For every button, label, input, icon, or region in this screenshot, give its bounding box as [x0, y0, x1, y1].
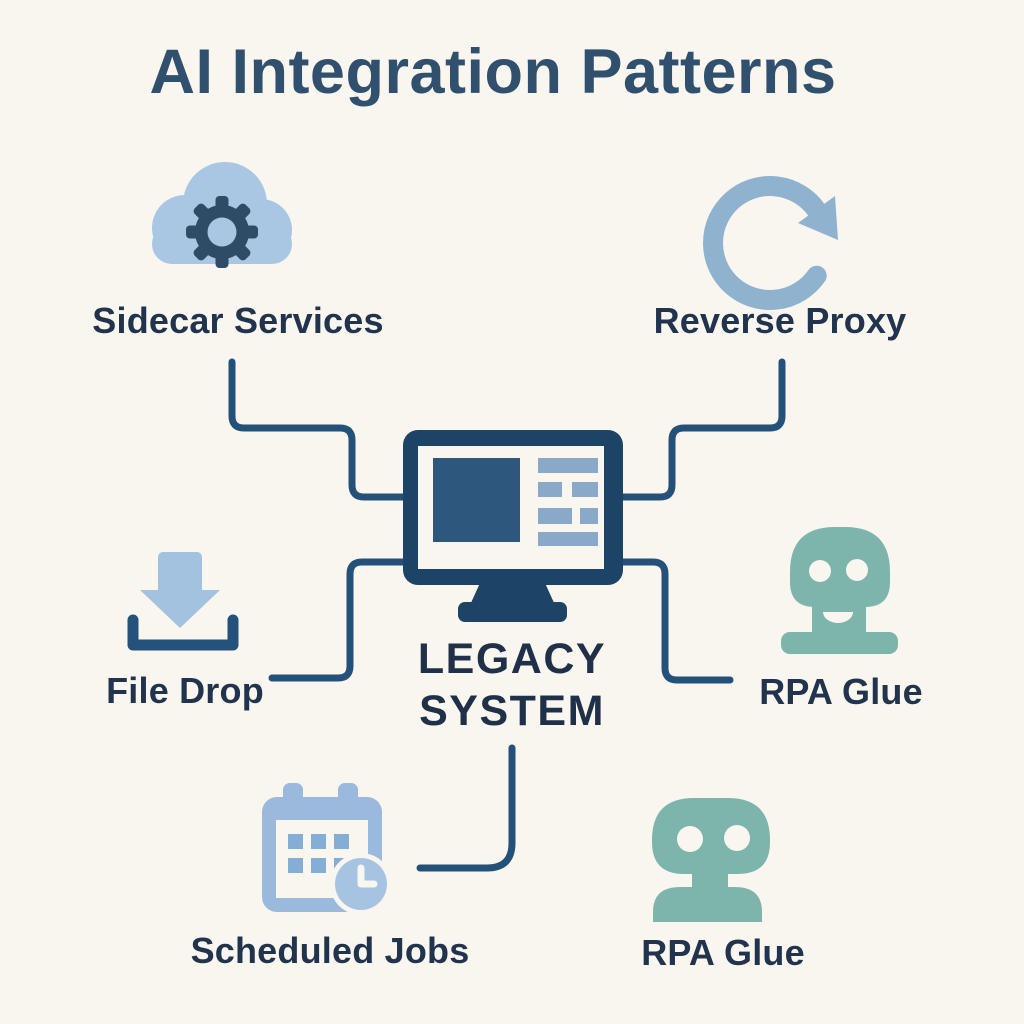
tray-shape	[127, 614, 239, 651]
clock-hands	[357, 864, 378, 888]
legacy-system-line1: LEGACY	[417, 635, 607, 683]
sidecar-services-label: Sidecar Services	[92, 300, 384, 341]
download-arrow-head	[140, 590, 220, 628]
download-arrow-shaft	[158, 552, 202, 596]
circular-arrow-icon	[703, 176, 838, 310]
download-tray-icon	[127, 552, 239, 651]
legacy-system-line2: SYSTEM	[419, 687, 605, 735]
robot-head	[652, 798, 770, 874]
connector-rpa-glue-mid	[619, 558, 734, 684]
monitor-stand-base	[458, 602, 567, 622]
robot-head-icon	[781, 527, 898, 654]
screen-panel	[433, 458, 520, 542]
robot-shoulders	[653, 887, 762, 922]
connector-reverse-proxy	[619, 358, 786, 501]
reverse-proxy-label: Reverse Proxy	[653, 300, 907, 341]
robot-eye-left	[677, 826, 703, 852]
legacy-monitor-icon	[403, 430, 623, 622]
robot-bust-icon	[652, 798, 770, 922]
robot-eye-left	[809, 560, 831, 582]
robot-eye-right	[724, 825, 750, 851]
robot-smile	[823, 612, 853, 623]
monitor-stand-neck	[470, 583, 555, 605]
screen-text-bars	[538, 458, 598, 546]
robot-head	[790, 527, 890, 607]
robot-base	[781, 632, 898, 654]
scheduled-jobs-label: Scheduled Jobs	[190, 930, 470, 971]
cloud-gear-icon	[152, 162, 292, 268]
calendar-clock-icon	[262, 783, 392, 915]
connector-file-drop	[268, 558, 407, 682]
connector-scheduled-jobs	[416, 744, 516, 872]
legacy-system-label: LEGACY SYSTEM	[362, 633, 662, 737]
rpa-glue-mid-label: RPA Glue	[759, 671, 923, 712]
page-title: AI Integration Patterns	[149, 37, 837, 107]
robot-eye-right	[846, 559, 868, 581]
file-drop-label: File Drop	[106, 670, 264, 711]
connector-sidecar	[228, 358, 407, 501]
rpa-glue-bottom-label: RPA Glue	[641, 932, 805, 973]
